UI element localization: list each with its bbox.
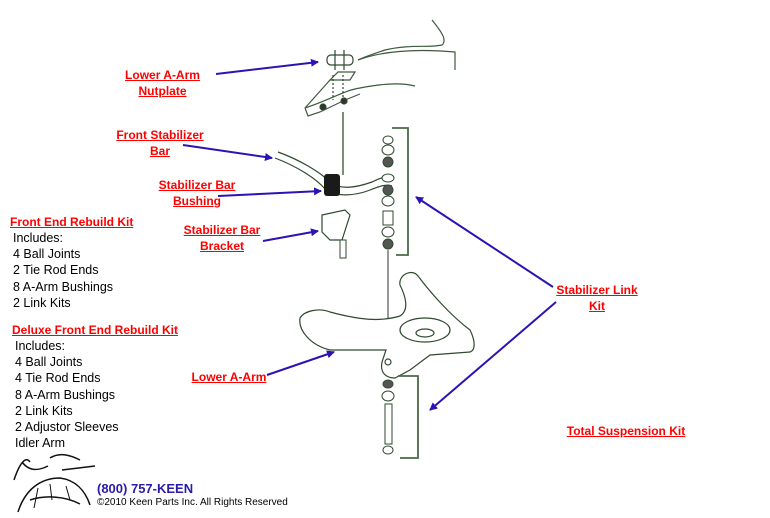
label-line: Stabilizer Bar: [158, 178, 236, 192]
kit-item: Includes:: [15, 339, 66, 353]
bushing-drawing: [324, 174, 340, 196]
kit-item: 8 A-Arm Bushings: [13, 279, 114, 294]
label-total-suspension-kit[interactable]: Total Suspension Kit: [566, 423, 686, 439]
kit-item: Includes:: [13, 231, 64, 245]
keen-parts-logo: [13, 453, 96, 513]
kit-item: 4 Tie Rod Ends: [15, 371, 101, 386]
bracket-bolt-drawing: [339, 239, 347, 259]
label-line: Kit: [589, 299, 605, 313]
label-front-stabilizer-bar[interactable]: Front Stabilizer Bar: [110, 127, 210, 159]
front-end-kit-title[interactable]: Front End Rebuild Kit: [10, 215, 134, 229]
lower-kit-bracket: [398, 375, 419, 459]
lower-bolt-drawing: [381, 379, 395, 455]
nutplate-drawing: [319, 50, 354, 111]
lower-a-arm-drawing: [299, 272, 475, 379]
label-line: Total Suspension Kit: [566, 424, 686, 438]
arrow-link-kit-upper: [415, 196, 554, 288]
arrow-lower-arm: [266, 350, 335, 376]
link-stack-drawing: [381, 135, 395, 250]
copyright-notice: ©2010 Keen Parts Inc. All Rights Reserve…: [97, 497, 288, 508]
label-stabilizer-bar-bracket[interactable]: Stabilizer Bar Bracket: [177, 222, 267, 254]
deluxe-kit-title[interactable]: Deluxe Front End Rebuild Kit: [12, 323, 179, 337]
kit-item: 4 Ball Joints: [13, 247, 81, 262]
deluxe-front-end-rebuild-kit: Deluxe Front End Rebuild Kit Includes: 4…: [12, 322, 178, 451]
kit-item: 2 Link Kits: [15, 403, 73, 418]
kit-item: 2 Link Kits: [13, 295, 71, 310]
label-lower-a-arm[interactable]: Lower A-Arm: [189, 369, 269, 385]
kit-item: 4 Ball Joints: [15, 355, 83, 370]
label-stabilizer-bar-bushing[interactable]: Stabilizer Bar Bushing: [152, 177, 242, 209]
label-lower-a-arm-nutplate[interactable]: Lower A-Arm Nutplate: [120, 67, 205, 99]
arrow-link-kit-lower: [429, 301, 557, 411]
label-line: Bushing: [173, 194, 221, 208]
label-line: Bracket: [199, 239, 245, 253]
phone-number: (800) 757-KEEN: [97, 481, 194, 496]
arrow-front-bar: [182, 144, 273, 161]
kit-item: Idler Arm: [15, 436, 66, 451]
front-end-rebuild-kit: Front End Rebuild Kit Includes: 4 Ball J…: [10, 214, 133, 311]
kit-item: 2 Adjustor Sleeves: [15, 420, 119, 435]
kit-item: 2 Tie Rod Ends: [13, 263, 99, 278]
label-line: Stabilizer Bar: [183, 223, 261, 237]
arrow-nutplate: [215, 58, 319, 75]
label-line: Bar: [149, 144, 170, 158]
kit-item: 8 A-Arm Bushings: [15, 387, 116, 402]
label-line: Lower A-Arm: [191, 370, 267, 384]
label-line: Lower A-Arm: [125, 68, 200, 82]
label-line: Front Stabilizer: [116, 128, 204, 142]
label-line: Nutplate: [138, 84, 187, 98]
link-kit-bracket: [392, 127, 409, 256]
label-line: Stabilizer Link: [556, 283, 638, 297]
arrow-bracket: [262, 228, 319, 242]
frame-rail-drawing: [304, 19, 456, 117]
label-stabilizer-link-kit[interactable]: Stabilizer Link Kit: [552, 282, 642, 314]
bracket-drawing: [321, 209, 351, 241]
arrow-bushing: [217, 187, 322, 197]
